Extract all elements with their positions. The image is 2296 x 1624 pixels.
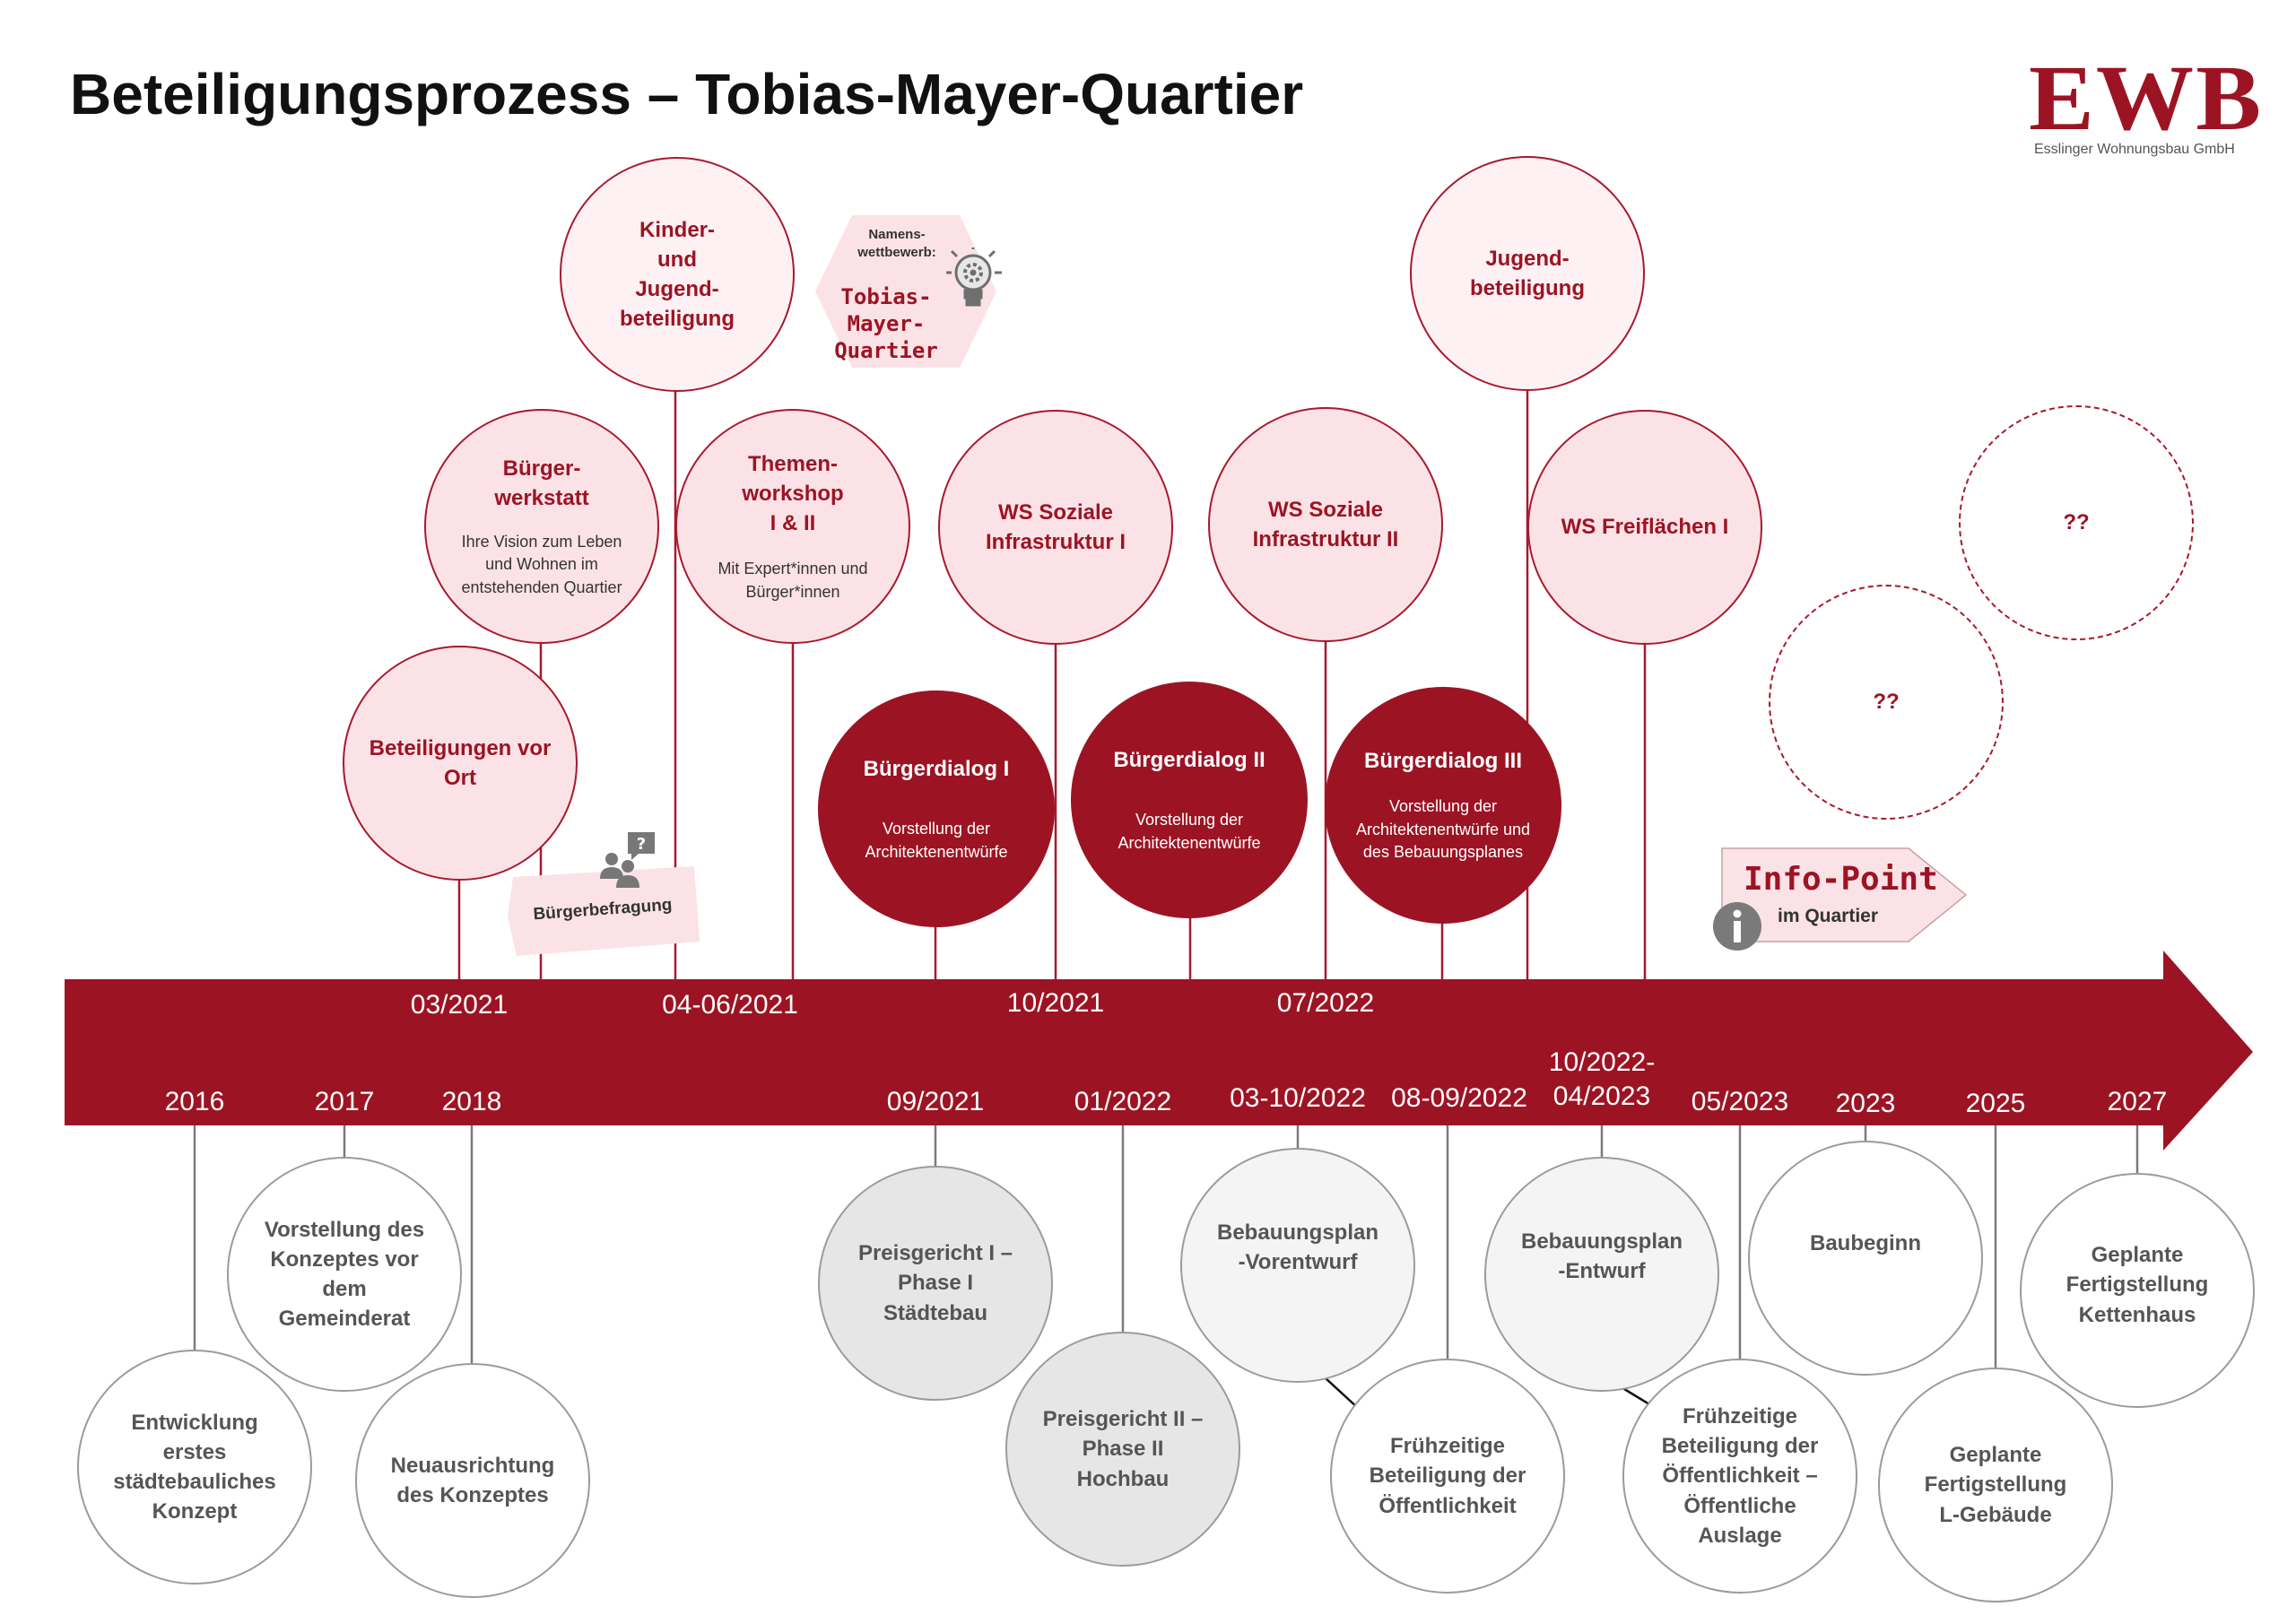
ewb-logo: EWB [2029,47,2264,150]
info-point-title: Info-Point [1744,861,1938,898]
info-icon [1713,902,1761,951]
namenswettbewerb-badge: Namens- wettbewerb: Tobias- Mayer- Quart… [812,212,1002,371]
buergerbefragung-tag: Bürgerbefragung ? [504,832,701,961]
circle-ws-soziale-2: WS Soziale Infrastruktur II [1208,407,1443,642]
circle-fruehzeitige-1: Frühzeitige Beteiligung der Öffentlichke… [1330,1359,1565,1594]
date-label: 08-09/2022 [1391,1083,1527,1113]
circle-title: Bürgerdialog III [1363,749,1522,774]
circle-text: Geplante Fertigstellung L-Gebäude [1924,1443,2067,1527]
date-label: 2018 [441,1087,502,1116]
circle-title: Bürgerdialog I [863,756,1010,781]
date-label: 09/2021 [886,1087,985,1116]
circle-desc: Vorstellung der Architektenentwürfe [1118,811,1261,852]
date-label: 2027 [2107,1087,2168,1116]
namenswettbewerb-label: Namens- wettbewerb: [857,227,936,260]
circle-title: ?? [1873,690,1900,714]
circle-baubeginn: Baubeginn [1748,1141,1983,1376]
circle-text: Vorstellung des Konzeptes vor dem Gemein… [264,1217,425,1332]
circle-vorstellung: Vorstellung des Konzeptes vor dem Gemein… [227,1157,462,1392]
ewb-logo-subtitle: Esslinger Wohnungsbau GmbH [2034,142,2235,157]
circle-desc: Vorstellung der Architektenentwürfe [865,820,1008,861]
timeline-arrow [65,951,2253,1151]
circle-preisgericht-1: Preisgericht I – Phase I Städtebau [818,1166,1053,1401]
circle-kettenhaus: Geplante Fertigstellung Kettenhaus [2020,1173,2255,1408]
circle-text: Bebauungsplan -Entwurf [1521,1229,1683,1283]
circle-buergerdialog-3: Bürgerdialog III Vorstellung der Archite… [1325,687,1561,924]
circle-title: ?? [2063,510,2090,534]
circle-text: Frühzeitige Beteiligung der Öffentlichke… [1661,1404,1819,1548]
circle-kinder-jugend: Kinder- und Jugend- beteiligung [560,157,795,392]
circle-unknown-1: ?? [1959,405,2194,640]
date-label: 10/2022- 04/2023 [1548,1047,1656,1111]
circle-themenworkshop: Themen- workshop I & II Mit Expert*innen… [675,409,910,644]
namenswettbewerb-name: Tobias- Mayer- Quartier [834,284,938,363]
date-label: 2023 [1835,1089,1896,1118]
circle-entwicklung: Entwicklung erstes städtebauliches Konze… [77,1350,312,1585]
svg-text:?: ? [637,835,646,854]
circle-unknown-2: ?? [1769,585,2004,820]
hexagon-shape [815,215,996,368]
date-label: 2016 [164,1087,225,1116]
circle-text: Frühzeitige Beteiligung der Öffentlichke… [1369,1434,1526,1518]
circle-title: Themen- workshop I & II [742,451,844,535]
circle-title: WS Freiflächen I [1561,515,1729,540]
circle-neuausrichtung: Neuausrichtung des Konzeptes [355,1363,590,1598]
date-label: 04-06/2021 [662,990,798,1020]
circle-bplan-vorentwurf: Bebauungsplan -Vorentwurf [1180,1148,1415,1383]
tag-shape [508,866,700,956]
circle-title: Bürgerdialog II [1113,747,1265,772]
circle-title: Jugend- beteiligung [1470,246,1585,300]
lightbulb-gear-icon [946,248,1002,307]
circle-title: WS Soziale Infrastruktur I [985,499,1126,554]
circle-beteiligungen-vor-ort: Beteiligungen vor Ort [343,646,578,881]
lower-connectors [193,1125,2139,1368]
circle-desc: Ihre Vision zum Leben und Wohnen im ents… [461,532,622,596]
circle-text: Geplante Fertigstellung Kettenhaus [2066,1243,2209,1327]
circle-ws-freiflaechen: WS Freiflächen I [1527,410,1762,645]
circle-title: WS Soziale Infrastruktur II [1252,497,1399,551]
info-point-sub: im Quartier [1778,906,1879,926]
date-label: 10/2021 [1006,988,1105,1018]
date-label: 2025 [1965,1089,2026,1118]
date-label: 01/2022 [1074,1087,1172,1116]
circle-title: Bürger- werkstatt [494,456,589,510]
date-label: 05/2023 [1691,1087,1789,1116]
circle-bplan-entwurf: Bebauungsplan -Entwurf [1484,1157,1719,1392]
info-point-tag: Info-Point im Quartier [1713,845,1970,951]
date-label: 07/2022 [1276,988,1375,1018]
date-label: 2017 [314,1087,375,1116]
circle-text: Bebauungsplan -Vorentwurf [1217,1220,1379,1274]
date-label: 03-10/2022 [1230,1083,1366,1113]
circle-preisgericht-2: Preisgericht II – Phase II Hochbau [1005,1332,1240,1567]
circle-buergerdialog-1: Bürgerdialog I Vorstellung der Architekt… [818,690,1055,927]
circle-ws-soziale-1: WS Soziale Infrastruktur I [938,410,1173,645]
page-title: Beteiligungsprozess – Tobias-Mayer-Quart… [70,62,1304,126]
circle-title: Beteiligungen vor Ort [369,735,552,790]
circle-title: Kinder- und Jugend- beteiligung [620,217,735,332]
circle-jugendbeteiligung: Jugend- beteiligung [1410,156,1645,391]
circle-buergerwerkstatt: Bürger- werkstatt Ihre Vision zum Leben … [424,409,659,644]
circle-text: Neuausrichtung des Konzeptes [390,1453,555,1507]
date-label: 03/2021 [410,990,509,1020]
circle-l-gebaeude: Geplante Fertigstellung L-Gebäude [1878,1368,2113,1602]
circle-text: Entwicklung erstes städtebauliches Konze… [113,1410,276,1524]
circle-text: Preisgericht I – Phase I Städtebau [857,1241,1013,1325]
circle-fruehzeitige-2: Frühzeitige Beteiligung der Öffentlichke… [1622,1359,1857,1594]
circle-text: Preisgericht II – Phase II Hochbau [1042,1407,1204,1491]
circle-buergerdialog-2: Bürgerdialog II Vorstellung der Architek… [1071,682,1308,918]
circle-text: Baubeginn [1810,1231,1921,1256]
circle-desc: Mit Expert*innen und Bürger*innen [718,560,868,601]
circle-desc: Vorstellung der Architektenentwürfe und … [1355,797,1531,862]
survey-people-icon: ? [600,832,655,888]
